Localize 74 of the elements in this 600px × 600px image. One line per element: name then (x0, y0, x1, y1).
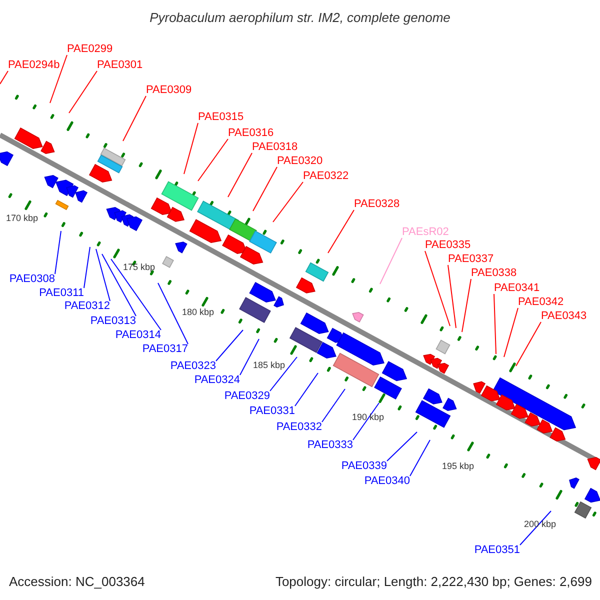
gene-label: PAE0333 (307, 439, 353, 451)
gene-label: PAE0311 (39, 287, 84, 299)
gene-label: PAE0339 (341, 460, 387, 472)
leader-line (294, 372, 318, 406)
gene-label: PAE0341 (494, 282, 540, 294)
leader-line (110, 258, 162, 330)
gene-label: PAE0323 (170, 360, 216, 372)
leader-line (272, 182, 304, 222)
gene-label: PAE0299 (67, 43, 113, 55)
leader-line (184, 122, 198, 174)
gene-label: PAE0351 (474, 544, 520, 556)
gene-label: PAE0315 (198, 111, 244, 123)
gene-label: PAE0301 (97, 59, 143, 71)
scale-label: 180 kbp (182, 306, 214, 318)
leader-line (504, 308, 518, 358)
leader-line (386, 432, 418, 462)
gene-label: PAE0340 (364, 475, 410, 487)
leader-line (84, 246, 90, 288)
leader-line (520, 510, 552, 546)
gene-label: PAE0343 (541, 310, 587, 322)
gene-label: PAE0328 (354, 198, 400, 210)
gene-label: PAE0318 (252, 141, 298, 153)
leader-line (380, 238, 402, 284)
gene-label: PAE0335 (425, 239, 471, 251)
gene-label: PAE0331 (249, 405, 295, 417)
gene-label: PAE0332 (276, 421, 322, 433)
footer-text: Accession: NC_003364 (9, 574, 145, 589)
scale-label: 200 kbp (524, 518, 556, 530)
leader-line (448, 264, 456, 328)
scale-label: 190 kbp (352, 411, 384, 423)
gene-label: PAE0322 (303, 170, 349, 182)
gene-label: PAE0309 (146, 84, 192, 96)
leader-line (198, 138, 228, 182)
leader-line (424, 250, 450, 326)
gene-label: PAE0317 (142, 343, 188, 355)
gene-label: PAE0294b (8, 59, 60, 71)
leader-line (252, 166, 278, 212)
gene-label: PAE0337 (448, 253, 494, 265)
gene-label: PAEsR02 (402, 226, 449, 238)
leader-line (410, 440, 430, 476)
leader-line (158, 282, 188, 344)
leader-line (322, 388, 346, 422)
leader-line (352, 402, 380, 440)
gene-label: PAE0342 (518, 296, 564, 308)
footer-text: Topology: circular; Length: 2,222,430 bp; Genes: 2,699 (275, 574, 592, 589)
gene-label: PAE0313 (90, 315, 136, 327)
leader-line (54, 230, 62, 274)
scale-label: 175 kbp (122, 261, 156, 273)
diagram-title: Pyrobaculum aerophilum str. IM2, complete genome (148, 10, 452, 26)
gene-label: PAE0338 (471, 267, 517, 279)
leader-line (68, 70, 98, 114)
gene-label: PAE0320 (277, 155, 323, 167)
gene-label: PAE0308 (9, 273, 55, 285)
leader-line (102, 254, 136, 316)
scale-label: 195 kbp (442, 460, 474, 472)
leader-line (270, 356, 298, 392)
scale-label: 170 kbp (6, 212, 38, 224)
leader-line (216, 330, 244, 362)
leader-line (328, 210, 354, 254)
gene-label: PAE0324 (194, 374, 240, 386)
gene-label: PAE0312 (64, 300, 110, 312)
leader-line (240, 338, 260, 376)
leader-line (228, 152, 252, 198)
gene-label: PAE0316 (228, 127, 274, 139)
leader-line (50, 54, 68, 104)
leader-line (462, 278, 472, 332)
leader-line (96, 248, 110, 302)
gene-label: PAE0329 (224, 390, 270, 402)
gene-label: PAE0314 (115, 329, 161, 341)
leader-line (0, 70, 8, 84)
scale-label: 185 kbp (252, 359, 286, 371)
leader-line (122, 96, 146, 142)
leader-line (494, 294, 496, 354)
leader-line (516, 322, 542, 366)
